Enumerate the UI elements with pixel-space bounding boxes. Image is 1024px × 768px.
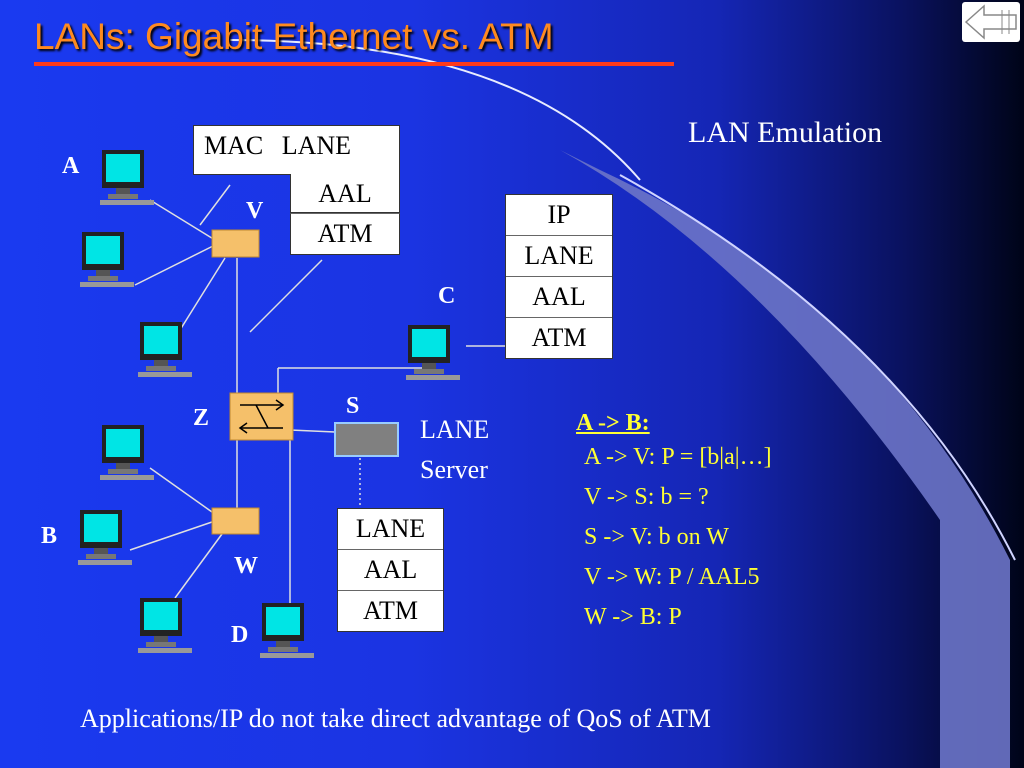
computer-b-icon: [78, 510, 132, 565]
link-b-w: [129, 521, 213, 551]
pointer-atm: [249, 259, 323, 333]
packet-steps: A -> B: A -> V: P = [b|a|…] V -> S: b = …: [576, 410, 772, 637]
stack-c-ip: IP: [506, 195, 612, 236]
node-label-a: A: [62, 153, 80, 179]
link-z-s: [289, 429, 336, 433]
stack-v-mac: MAC: [204, 131, 264, 160]
computer-c-icon: [406, 325, 460, 380]
stack-v-atm: ATM: [290, 213, 400, 255]
stack-c-aal: AAL: [506, 277, 612, 318]
step-item: A -> V: P = [b|a|…]: [584, 444, 772, 470]
lane-server-label-1: LANE: [420, 415, 490, 444]
node-label-z: Z: [193, 405, 210, 431]
lane-server-label-2: Server: [420, 455, 488, 484]
stack-s-aal: AAL: [338, 550, 443, 591]
pointer-mac: [199, 184, 231, 226]
switch-arrows-icon: [238, 399, 285, 434]
step-item: W -> B: P: [584, 604, 682, 630]
link-pc3-v: [179, 257, 226, 331]
stack-v-aal: AAL: [290, 174, 400, 213]
lane-server-icon: [334, 422, 399, 457]
switch-v-icon: [211, 229, 260, 258]
step-item: V -> W: P / AAL5: [584, 564, 760, 590]
stack-s-lane: LANE: [338, 509, 443, 550]
lan-emulation-heading: LAN Emulation: [688, 116, 883, 149]
stack-v-lane: LANE: [281, 131, 352, 160]
link-pc6-w: [174, 533, 223, 599]
computer-4-icon: [100, 425, 154, 480]
decorative-swoosh: [560, 150, 1010, 768]
decorative-arc-2: [619, 174, 1016, 561]
stack-s-atm: ATM: [363, 596, 418, 625]
node-label-b: B: [41, 523, 58, 549]
protocol-stack-c: IP LANE AAL ATM: [505, 194, 613, 359]
step-item: V -> S: b = ?: [584, 484, 709, 510]
footer-note: Applications/IP do not take direct advan…: [80, 704, 711, 733]
protocol-stack-s: LANE AAL ATM: [337, 508, 444, 632]
steps-heading: A -> B:: [576, 410, 650, 436]
computer-d-icon: [260, 603, 314, 658]
stack-c-lane: LANE: [506, 236, 612, 277]
protocol-stack-v: MAC LANE AAL ATM: [193, 125, 400, 255]
back-navigation-button[interactable]: [962, 2, 1020, 42]
link-pc4-w: [149, 467, 213, 513]
link-a-v: [149, 199, 216, 241]
back-arrow-icon: [964, 4, 1017, 40]
title-underline: [34, 62, 674, 66]
step-item: S -> V: b on W: [584, 524, 729, 550]
node-label-d: D: [231, 622, 249, 648]
node-label-c: C: [438, 283, 456, 309]
computer-6-icon: [138, 598, 192, 653]
stack-c-atm: ATM: [531, 323, 587, 352]
computer-3-icon: [138, 322, 192, 377]
computer-a-icon: [100, 150, 154, 205]
computer-2-icon: [80, 232, 134, 287]
link-pc2-v: [134, 244, 216, 286]
decorative-arc: [229, 39, 641, 181]
switch-w-icon: [211, 507, 260, 535]
node-label-v: V: [246, 198, 264, 224]
node-label-s: S: [346, 393, 360, 419]
node-label-w: W: [234, 553, 258, 579]
slide-title: LANs: Gigabit Ethernet vs. ATM: [34, 16, 554, 57]
